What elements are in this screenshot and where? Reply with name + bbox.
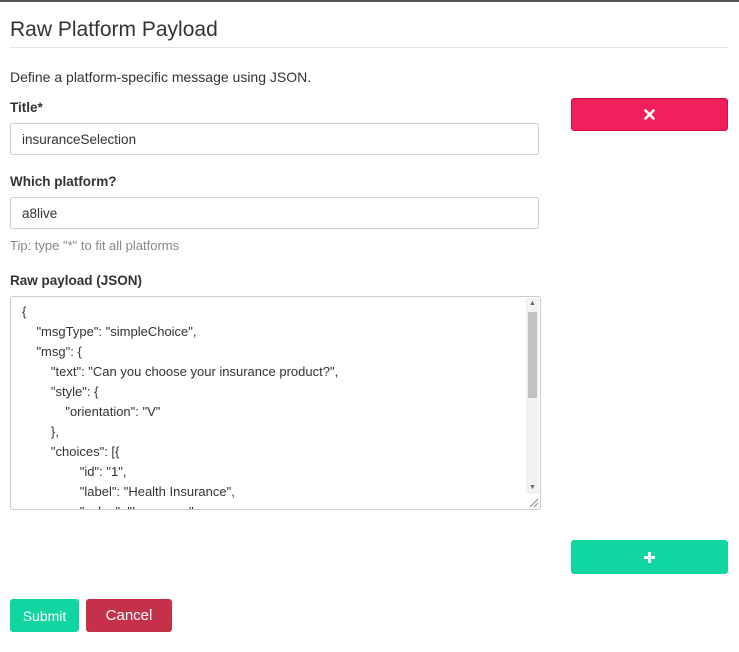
close-icon — [644, 109, 655, 120]
scroll-down-arrow-icon[interactable]: ▼ — [529, 484, 536, 491]
page-title: Raw Platform Payload — [10, 18, 218, 41]
top-border — [0, 0, 739, 2]
title-label: Title* — [10, 100, 43, 115]
title-input[interactable] — [10, 123, 539, 155]
add-payload-button[interactable] — [571, 540, 728, 574]
payload-textarea[interactable]: { "msgType": "simpleChoice", "msg": { "t… — [10, 296, 541, 510]
resize-grip-icon[interactable] — [528, 497, 539, 508]
payload-label: Raw payload (JSON) — [10, 273, 143, 288]
plus-icon — [644, 551, 655, 563]
remove-payload-button[interactable] — [571, 98, 728, 131]
cancel-button[interactable]: Cancel — [86, 599, 172, 632]
payload-content: { "msgType": "simpleChoice", "msg": { "t… — [22, 304, 339, 509]
scroll-thumb[interactable] — [528, 312, 537, 398]
submit-button[interactable]: Submit — [10, 599, 79, 632]
platform-input[interactable] — [10, 197, 539, 229]
platform-tip: Tip: type "*" to fit all platforms — [10, 238, 180, 253]
scroll-up-arrow-icon[interactable]: ▲ — [529, 300, 536, 307]
platform-label: Which platform? — [10, 174, 117, 189]
page-description: Define a platform-specific message using… — [10, 69, 312, 85]
title-divider — [10, 47, 728, 48]
payload-scrollbar[interactable]: ▲ ▼ — [526, 298, 539, 494]
